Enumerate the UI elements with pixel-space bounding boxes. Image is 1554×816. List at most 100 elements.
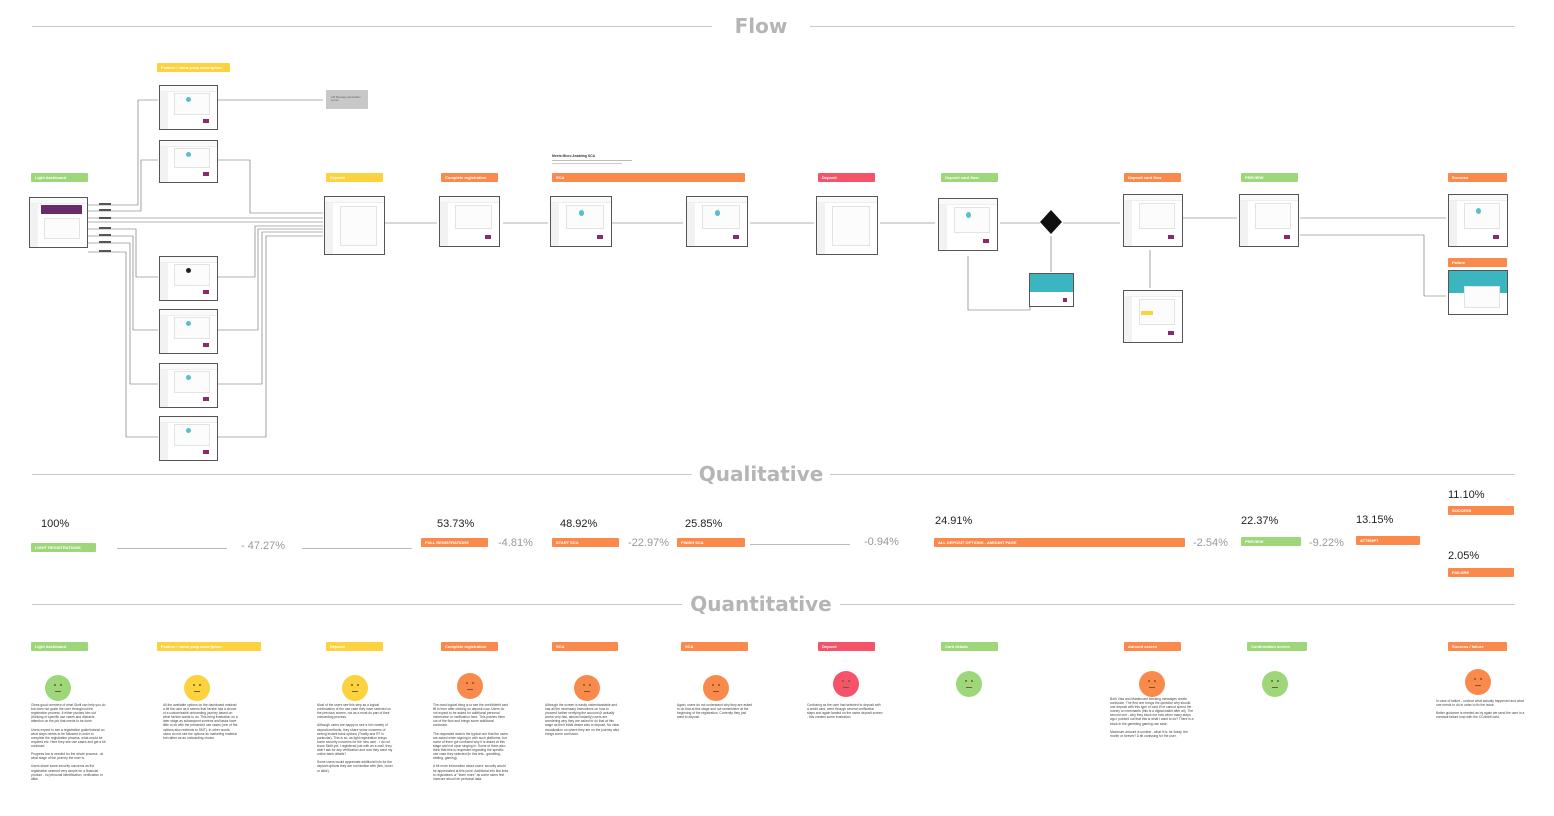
sentiment-face-icon bbox=[574, 675, 600, 701]
funnel-value: 48.92% bbox=[560, 518, 598, 530]
funnel-drop: - 47.27% bbox=[241, 540, 286, 552]
connector-note bbox=[96, 208, 111, 212]
funnel-value: 53.73% bbox=[437, 518, 475, 530]
connector-note bbox=[96, 249, 111, 253]
stage-tag: Success bbox=[1448, 173, 1507, 182]
screen-thumbnail[interactable] bbox=[1029, 273, 1074, 307]
section-title-qualitative: Qualitative bbox=[698, 462, 824, 486]
funnel-drop: -0.94% bbox=[864, 536, 899, 548]
sca-note-title: Meets Micro Anabling SCA bbox=[552, 154, 596, 158]
decision-diamond bbox=[1040, 210, 1062, 234]
section-title-quantitative: Quantitative bbox=[690, 592, 832, 616]
column-text: In case of failure - unclear what actual… bbox=[1436, 699, 1525, 720]
flow-divider-right bbox=[810, 26, 1515, 27]
column-tag: Complete registration bbox=[441, 642, 498, 651]
funnel-label: FULL REGISTRATIONS bbox=[421, 538, 488, 547]
screen-thumbnail[interactable] bbox=[29, 197, 88, 248]
sentiment-face-icon bbox=[703, 675, 729, 701]
funnel-value: 13.15% bbox=[1356, 514, 1394, 526]
stage-tag: Deposit card flow bbox=[941, 173, 998, 182]
funnel-connector bbox=[750, 544, 850, 545]
stage-tag: PREVIEW bbox=[1241, 173, 1298, 182]
stage-tag: Deposit card flow bbox=[1124, 173, 1181, 182]
funnel-label: FAILURE bbox=[1448, 568, 1514, 577]
screen-thumbnail[interactable] bbox=[1123, 194, 1183, 247]
stage-tag: SCA bbox=[552, 173, 745, 182]
quantitative-divider-left bbox=[32, 604, 682, 605]
screen-thumbnail[interactable] bbox=[159, 256, 218, 301]
stage-tag: Complete registration bbox=[441, 173, 498, 182]
quantitative-divider-right bbox=[840, 604, 1515, 605]
screen-thumbnail[interactable] bbox=[686, 196, 748, 247]
screen-thumbnail[interactable] bbox=[159, 140, 218, 183]
connector-note bbox=[96, 240, 111, 244]
funnel-drop: -2.54% bbox=[1193, 537, 1228, 549]
stage-tag: Failure bbox=[1448, 258, 1507, 267]
qualitative-divider-right bbox=[830, 474, 1515, 475]
screen-thumbnail[interactable] bbox=[938, 198, 998, 251]
sentiment-face-icon bbox=[45, 675, 71, 701]
screen-thumbnail[interactable] bbox=[439, 196, 500, 247]
funnel-connector bbox=[302, 548, 412, 549]
screen-thumbnail[interactable] bbox=[1448, 194, 1508, 247]
screen-thumbnail[interactable] bbox=[159, 309, 218, 354]
screen-thumbnail[interactable] bbox=[159, 416, 218, 461]
screen-thumbnail[interactable] bbox=[1123, 290, 1183, 343]
funnel-label: FINISH SCA bbox=[677, 538, 745, 547]
screen-thumbnail[interactable] bbox=[816, 196, 878, 255]
section-title-flow: Flow bbox=[734, 14, 788, 38]
screen-thumbnail[interactable] bbox=[550, 196, 612, 247]
screen-thumbnail[interactable] bbox=[324, 196, 385, 255]
column-text: Gives good overview of what Skrill can h… bbox=[31, 703, 106, 781]
flow-connectors bbox=[88, 90, 1446, 438]
funnel-connector bbox=[117, 548, 227, 549]
funnel-value: 11.10% bbox=[1448, 489, 1485, 501]
funnel-label: ATTEMPT bbox=[1356, 536, 1420, 545]
stage-tag: Deposit bbox=[818, 173, 875, 182]
funnel-value: 100% bbox=[41, 518, 70, 530]
sentiment-face-icon bbox=[956, 671, 982, 697]
column-text: Most of the users see this step as a log… bbox=[317, 703, 393, 773]
screen-thumbnail[interactable] bbox=[159, 85, 218, 130]
funnel-value: 22.37% bbox=[1241, 515, 1279, 527]
column-tag: Feature / value prop description bbox=[157, 642, 261, 651]
column-tag: SCA bbox=[552, 642, 618, 651]
screen-thumbnail[interactable] bbox=[159, 363, 218, 408]
connector-note bbox=[96, 226, 111, 230]
stage-tag: Deposit bbox=[326, 173, 383, 182]
stage-tag: Feature / value prop description bbox=[157, 63, 230, 72]
column-tag: Amount screen bbox=[1124, 642, 1181, 651]
sca-note-line bbox=[552, 163, 622, 164]
funnel-value: 2.05% bbox=[1448, 550, 1480, 562]
funnel-drop: -9.22% bbox=[1309, 537, 1344, 549]
column-text: Confusing as the user had selected to de… bbox=[807, 703, 884, 720]
funnel-label: LIGHT REGISTRATIONS bbox=[31, 543, 96, 552]
column-text: Although the screen is easily understand… bbox=[545, 703, 621, 736]
connector-note bbox=[96, 216, 111, 220]
column-text: All the available options on the dashboa… bbox=[163, 703, 239, 740]
column-tag: Card details bbox=[941, 642, 998, 651]
funnel-drop: -4.81% bbox=[498, 537, 533, 549]
flow-divider-left bbox=[32, 26, 712, 27]
sca-note-line bbox=[552, 160, 632, 161]
grey-box-note: API Message placeholder screen bbox=[331, 96, 361, 102]
sentiment-face-icon bbox=[184, 675, 210, 701]
funnel-label: PREVIEW bbox=[1241, 537, 1301, 546]
column-text: The most logical thing is to see the cre… bbox=[433, 703, 509, 781]
funnel-label: ALL DEPOSIT OPTIONS - AMOUNT PAGE bbox=[934, 538, 1185, 547]
sentiment-face-icon bbox=[342, 675, 368, 701]
sentiment-face-icon bbox=[1465, 669, 1491, 695]
column-tag: Deposit bbox=[818, 642, 875, 651]
column-tag: Deposit bbox=[326, 642, 383, 651]
qualitative-divider-left bbox=[32, 474, 692, 475]
funnel-label: SUCCESS bbox=[1448, 506, 1514, 515]
column-text: Both Visa and Mastercard blocking messag… bbox=[1110, 697, 1194, 738]
sentiment-face-icon bbox=[457, 673, 483, 699]
column-tag: SCA bbox=[681, 642, 748, 651]
funnel-label: START SCA bbox=[552, 538, 619, 547]
screen-thumbnail[interactable] bbox=[1448, 270, 1508, 315]
screen-thumbnail[interactable] bbox=[1239, 194, 1299, 247]
funnel-drop: -22.97% bbox=[628, 537, 669, 549]
column-tag: Light dashboard bbox=[31, 642, 88, 651]
funnel-value: 25.85% bbox=[685, 518, 723, 530]
